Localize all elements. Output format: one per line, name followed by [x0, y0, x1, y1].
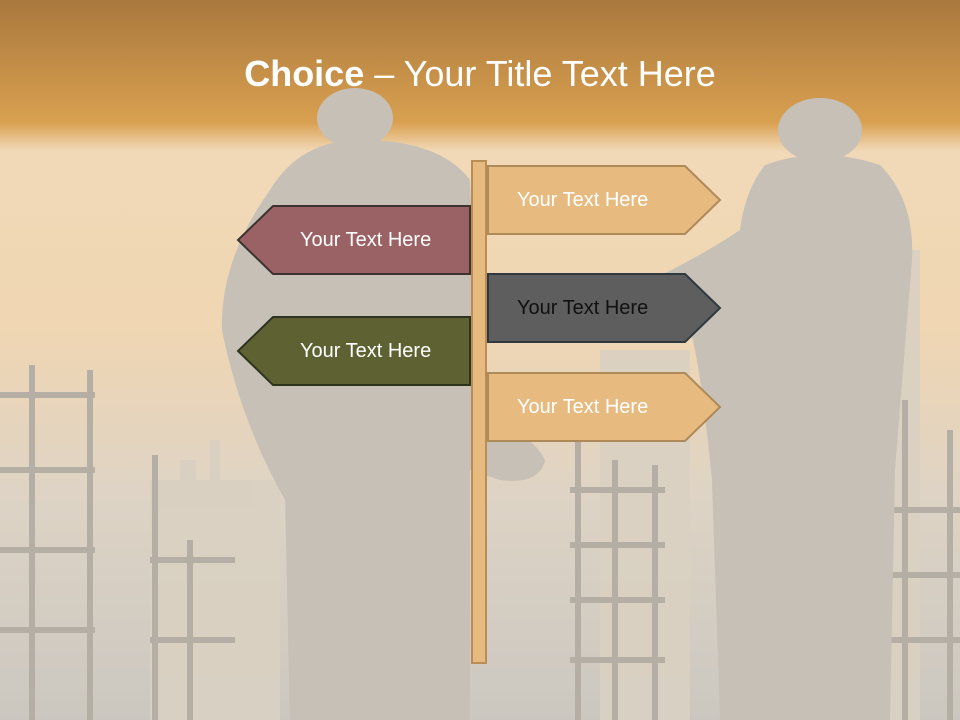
sign-arrow-left-2[interactable]: Your Text Here	[236, 316, 471, 386]
scaffolding-right	[570, 400, 960, 720]
sign-label: Your Text Here	[517, 296, 649, 319]
sign-arrow-right-2[interactable]: Your Text Here	[487, 273, 722, 343]
title-text: – Your Title Text Here	[364, 53, 716, 94]
sign-arrow-left-1[interactable]: Your Text Here	[236, 205, 471, 275]
sign-label: Your Text Here	[300, 228, 432, 251]
signpost-pole	[471, 160, 487, 664]
sign-arrow-shape	[487, 165, 722, 235]
sign-arrow-shape	[487, 273, 722, 343]
sign-arrow-shape	[236, 316, 471, 386]
slide-title: Choice – Your Title Text Here	[0, 48, 960, 100]
worker-left-silhouette	[221, 88, 545, 720]
sign-label: Your Text Here	[517, 395, 649, 418]
sign-label: Your Text Here	[517, 188, 649, 211]
sign-arrow-right-1[interactable]: Your Text Here	[487, 165, 722, 235]
sign-arrow-shape	[487, 372, 722, 442]
title-emphasis: Choice	[244, 53, 365, 94]
sign-arrow-right-3[interactable]: Your Text Here	[487, 372, 722, 442]
scaffolding-left	[0, 365, 235, 720]
sign-label: Your Text Here	[300, 339, 432, 362]
sign-arrow-shape	[236, 205, 471, 275]
